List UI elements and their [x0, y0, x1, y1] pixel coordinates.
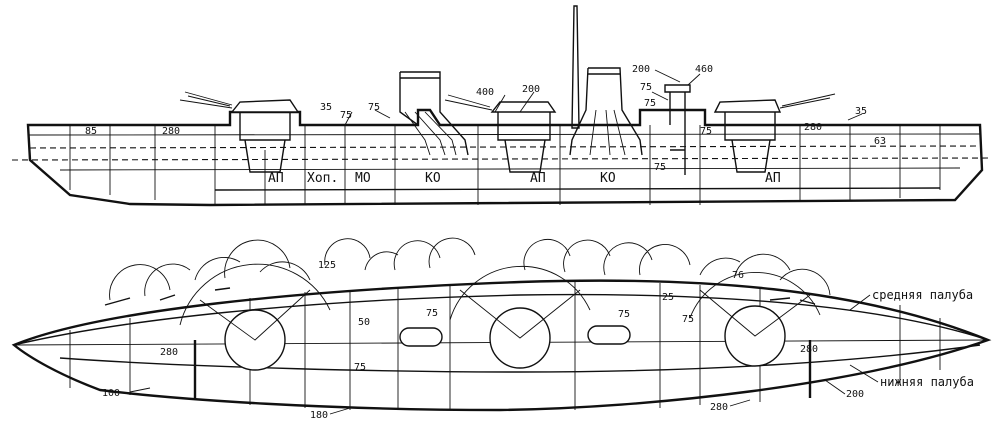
plan-armor-76: 76 — [732, 270, 744, 281]
funnel-aft — [569, 67, 643, 156]
middle-deck-line — [13, 293, 989, 346]
leader-lines-side — [344, 69, 863, 126]
gun-arcs — [109, 237, 831, 341]
armor-75-tower-b: 75 — [644, 98, 656, 109]
keel-line — [209, 199, 956, 206]
plan-armor-280-bottom: 280 — [710, 402, 728, 413]
waterline — [11, 157, 991, 161]
leader-lines-plan — [129, 294, 879, 415]
side-view: АП Хоп. МО КО АП КО АП 85 63 280 280 35 … — [11, 5, 991, 207]
armor-400: 400 — [476, 87, 494, 98]
frames — [69, 125, 941, 205]
armor-75-tower: 75 — [640, 82, 652, 93]
side-hull-outline — [26, 108, 984, 207]
label-ap-mid: АП — [530, 171, 546, 186]
label-mo: МО — [355, 171, 371, 186]
aft-turret — [713, 93, 836, 173]
armor-35-fore: 35 — [320, 102, 332, 113]
plan-armor-75-a: 75 — [426, 308, 438, 319]
plan-view: 125 50 75 75 75 25 76 75 280 280 100 180… — [11, 237, 992, 421]
label-lower-deck: нижняя палуба — [880, 375, 974, 389]
armor-63: 63 — [874, 136, 886, 147]
armor-200-tower: 200 — [632, 64, 650, 75]
plan-armor-75-b: 75 — [618, 309, 630, 320]
label-ap-fore: АП — [268, 171, 284, 186]
lower-deck-line — [59, 344, 981, 373]
armor-belt — [193, 340, 812, 400]
label-hop: Хоп. — [307, 171, 338, 186]
armor-200-mid: 200 — [522, 84, 540, 95]
armor-85: 85 — [85, 126, 97, 137]
plan-armor-100: 100 — [102, 388, 120, 399]
plan-armor-75-lower: 75 — [354, 362, 366, 373]
mid-turret — [444, 94, 557, 173]
plan-armor-200: 200 — [846, 389, 864, 400]
conning-tower — [664, 84, 691, 175]
plan-armor-280-right: 280 — [800, 344, 818, 355]
plan-armor-180: 180 — [310, 410, 328, 421]
mast — [571, 5, 580, 129]
armor-35-aft: 35 — [855, 106, 867, 117]
plan-armor-280-left: 280 — [160, 347, 178, 358]
armor-75-lower: 75 — [700, 126, 712, 137]
armor-75-lower-b: 75 — [654, 162, 666, 173]
casemate-guns — [104, 287, 816, 306]
plan-hull-outline — [11, 279, 992, 412]
armor-460: 460 — [695, 64, 713, 75]
funnel-fore — [399, 71, 469, 156]
hatch-aft — [587, 325, 631, 345]
plan-armor-50: 50 — [358, 317, 370, 328]
label-ap-aft: АП — [765, 171, 781, 186]
fore-turret — [179, 91, 300, 173]
hatch-fore — [399, 327, 443, 347]
armor-75-funnel: 75 — [368, 102, 380, 113]
armor-75-casemate: 75 — [340, 110, 352, 121]
armor-280-aft: 280 — [804, 122, 822, 133]
armor-280-fore: 280 — [162, 126, 180, 137]
plan-armor-125: 125 — [318, 260, 336, 271]
label-middle-deck: средняя палуба — [872, 288, 973, 302]
plan-armor-25: 25 — [662, 292, 674, 303]
label-ko-aft: КО — [600, 171, 616, 186]
label-ko-fore: КО — [425, 171, 441, 186]
plan-armor-75-c: 75 — [682, 314, 694, 325]
